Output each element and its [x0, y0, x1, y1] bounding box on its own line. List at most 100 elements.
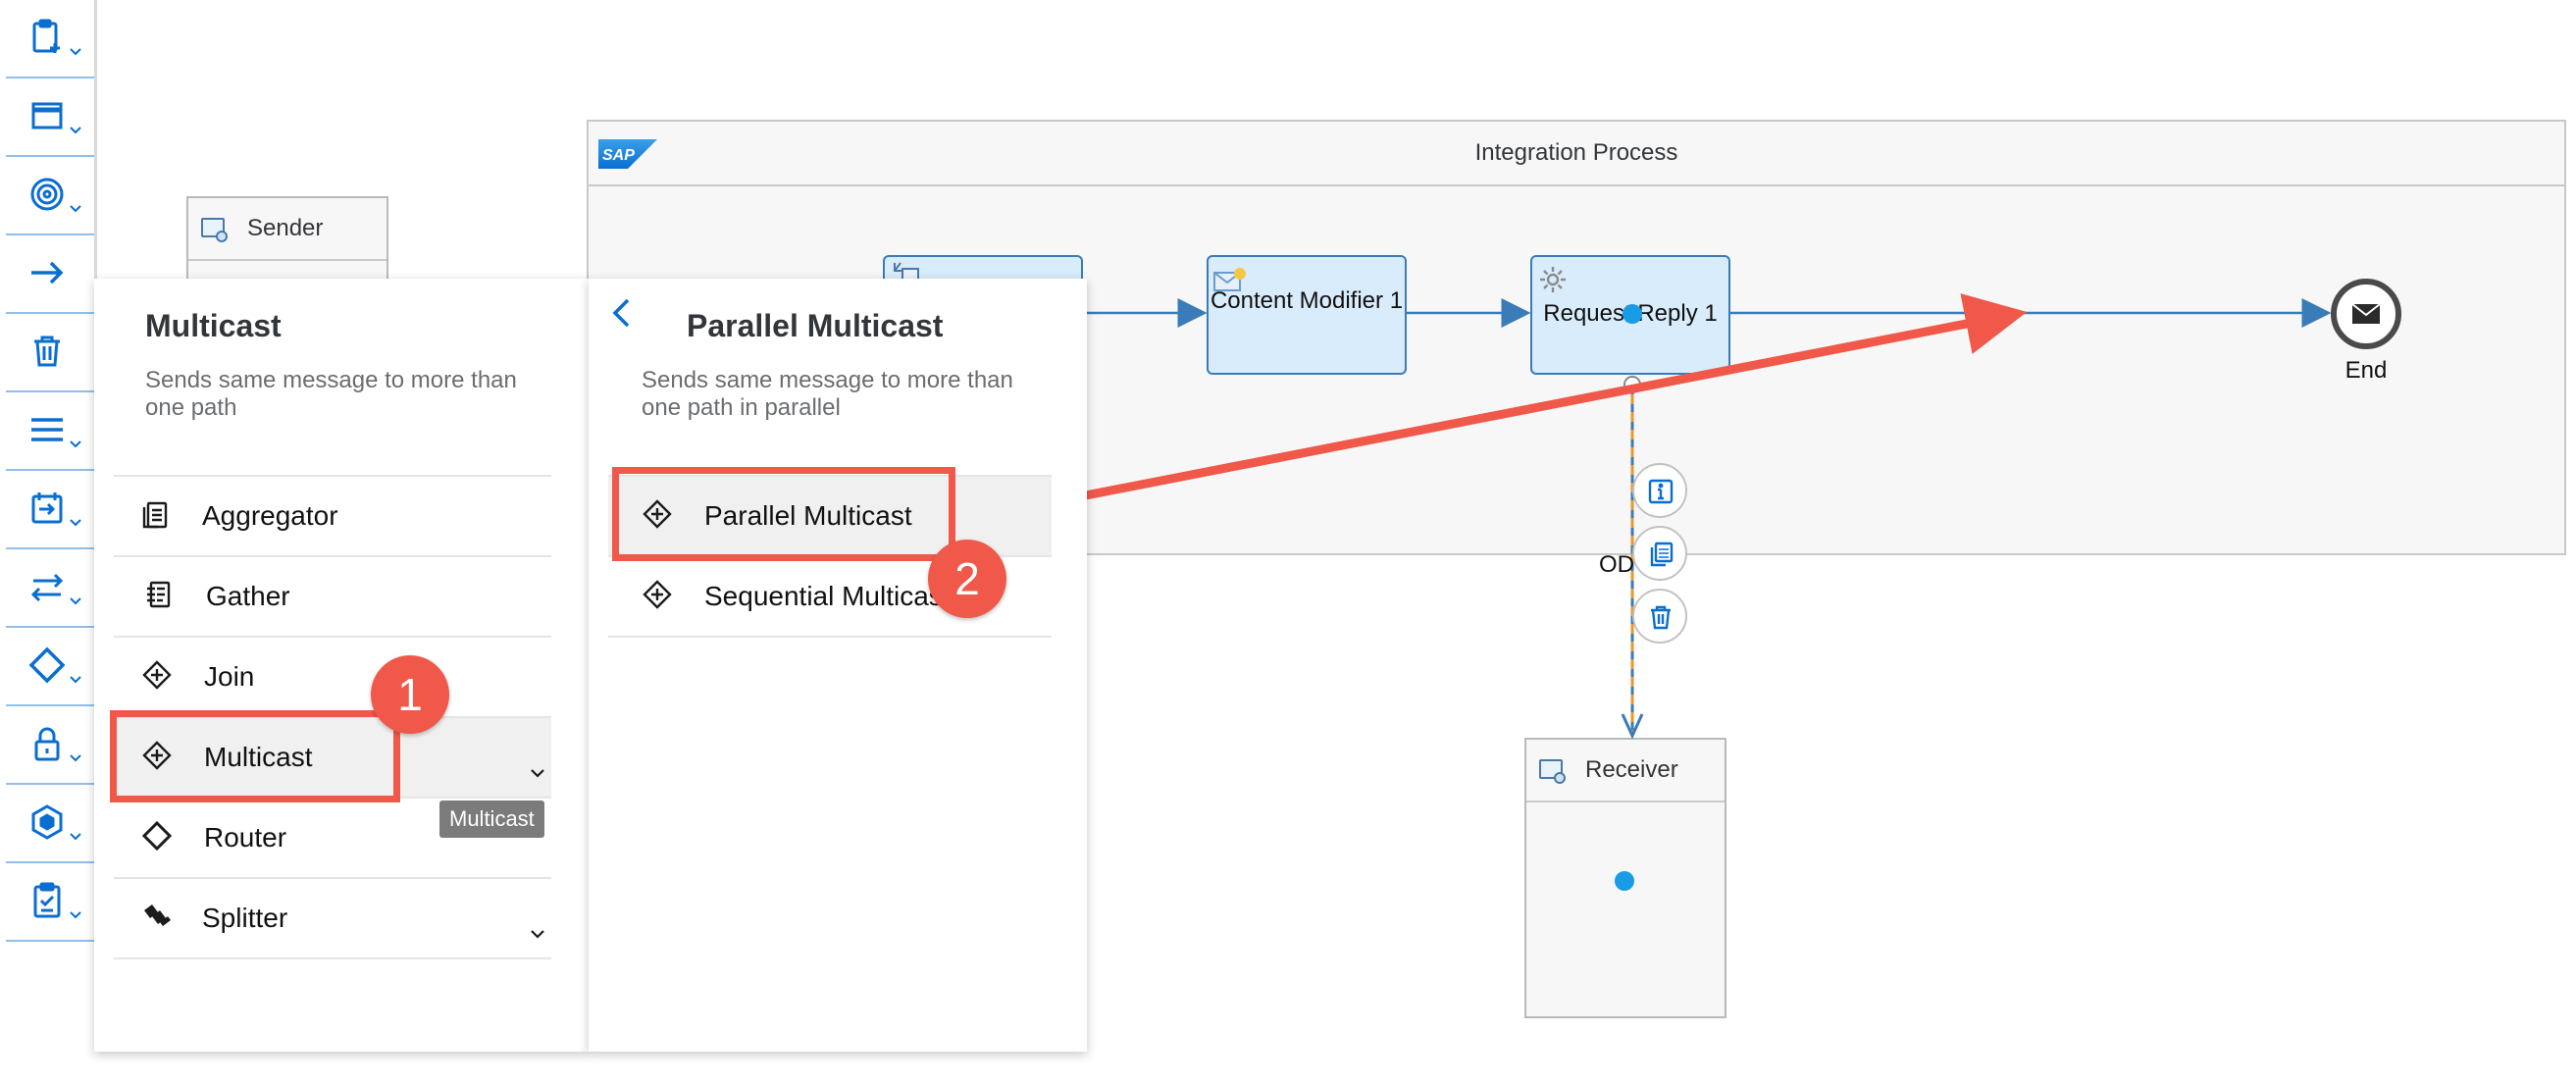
- receiver-header: Receiver: [1526, 740, 1725, 802]
- pool-title: Integration Process: [1474, 139, 1678, 166]
- splitter-icon: [144, 904, 171, 926]
- multicast-tooltip: Multicast: [439, 801, 544, 838]
- routing-flyout-panel: Multicast Sends same message to more tha…: [94, 279, 589, 1052]
- delete-icon: [34, 336, 60, 367]
- delete-tool[interactable]: [0, 314, 94, 392]
- highlight-box-parallel-multicast: [612, 467, 955, 561]
- step-badge-1: 1: [371, 655, 449, 734]
- sequential-multicast-label: Sequential Multicast: [704, 581, 951, 611]
- message-transformer-tool[interactable]: [0, 471, 94, 549]
- process-tool[interactable]: [0, 78, 94, 157]
- chevron-down-icon: [70, 833, 81, 841]
- multicast-label: Multicast: [204, 742, 313, 772]
- routing-tool[interactable]: [0, 628, 94, 706]
- sap-logo-text: SAP: [602, 147, 635, 164]
- sap-logo-icon: SAP: [598, 139, 657, 169]
- delete-icon: [1651, 605, 1671, 630]
- palette-item-gather[interactable]: Gather: [114, 557, 551, 638]
- palette-item-multicast[interactable]: Multicast: [114, 718, 551, 799]
- chevron-down-icon: [70, 754, 81, 762]
- aggregator-icon: [142, 501, 168, 529]
- content-modifier-step[interactable]: Content Modifier 1: [1207, 255, 1407, 375]
- persistence-cube-icon: [31, 804, 63, 840]
- pool-header: [589, 122, 2564, 186]
- chevron-down-icon: [70, 597, 81, 605]
- chevron-down-icon[interactable]: [530, 767, 545, 779]
- chevron-down-icon: [70, 127, 81, 134]
- palette-item-aggregator[interactable]: Aggregator: [114, 477, 551, 557]
- palette-item-sequential-multicast[interactable]: Sequential Multicast: [608, 557, 1052, 638]
- validator-tool[interactable]: [0, 863, 94, 942]
- routing-diamond-icon: [28, 646, 66, 684]
- events-icon: [30, 178, 64, 211]
- process-icon: [31, 102, 63, 129]
- message-flow-arrowhead: [1621, 713, 1644, 740]
- add-participant-icon: [32, 19, 60, 53]
- gather-label: Gather: [206, 581, 290, 611]
- chevron-down-icon: [70, 48, 81, 56]
- participant-icon: [1539, 759, 1566, 784]
- participant-icon: [201, 218, 228, 242]
- parallel-multicast-label: Parallel Multicast: [704, 500, 912, 531]
- events-tool[interactable]: [0, 157, 94, 235]
- call-menu-tool[interactable]: [0, 392, 94, 471]
- connector-arrow-icon: [31, 261, 64, 284]
- persistence-tool[interactable]: [0, 785, 94, 863]
- copy-icon: [1650, 542, 1674, 567]
- content-modifier-icon: [1213, 268, 1246, 291]
- aggregator-label: Aggregator: [202, 500, 338, 531]
- step-badge-2: 2: [928, 540, 1006, 618]
- chevron-down-icon: [70, 205, 81, 213]
- panel-description: Sends same message to more than one path…: [642, 367, 1013, 421]
- add-participant-tool[interactable]: [0, 0, 94, 78]
- gather-icon: [147, 581, 171, 608]
- end-label: End: [2344, 357, 2388, 384]
- join-label: Join: [204, 661, 255, 692]
- panel-description: Sends same message to more than one path: [145, 367, 517, 421]
- validator-icon: [33, 882, 61, 918]
- connection-label: OD: [1599, 551, 1634, 578]
- receiver-participant[interactable]: Receiver: [1524, 738, 1726, 1018]
- end-event[interactable]: [2331, 279, 2401, 349]
- router-icon: [141, 820, 173, 852]
- gear-icon: [1540, 267, 1566, 292]
- connection-anchor-dot[interactable]: [1623, 304, 1642, 324]
- security-tool[interactable]: [0, 706, 94, 785]
- chevron-down-icon: [70, 676, 81, 684]
- highlight-box-multicast: [110, 710, 400, 802]
- info-button[interactable]: [1632, 463, 1687, 518]
- call-menu-icon: [31, 418, 63, 441]
- multicast-flyout-panel: Parallel Multicast Sends same message to…: [589, 279, 1087, 1052]
- sender-label: Sender: [247, 215, 324, 241]
- panel-title: Multicast: [145, 308, 282, 343]
- palette-item-router[interactable]: Router: [114, 799, 551, 879]
- sender-header: Sender: [188, 198, 386, 261]
- multicast-icon: [142, 741, 172, 770]
- mapping-icon: [30, 573, 64, 602]
- router-label: Router: [204, 822, 287, 852]
- splitter-label: Splitter: [202, 903, 288, 933]
- chevron-down-icon: [70, 519, 81, 527]
- chevron-down-icon[interactable]: [530, 928, 545, 940]
- info-icon: [1648, 479, 1674, 504]
- panel-title: Parallel Multicast: [687, 308, 944, 343]
- join-icon: [142, 660, 172, 690]
- mapping-tool[interactable]: [0, 549, 94, 628]
- request-reply-step[interactable]: Request Reply 1: [1530, 255, 1730, 375]
- connector-tool[interactable]: [0, 235, 94, 314]
- copy-button[interactable]: [1632, 526, 1687, 581]
- chevron-down-icon: [70, 911, 81, 919]
- message-transformer-icon: [31, 492, 63, 524]
- connection-anchor-dot[interactable]: [1615, 871, 1634, 891]
- palette-item-join[interactable]: Join: [114, 638, 551, 718]
- content-modifier-label: Content Modifier 1: [1210, 287, 1404, 314]
- security-lock-icon: [34, 727, 60, 761]
- palette-item-splitter[interactable]: Splitter: [114, 879, 551, 959]
- chevron-down-icon: [70, 440, 81, 448]
- back-chevron-icon[interactable]: [610, 296, 632, 330]
- envelope-icon: [2351, 303, 2381, 324]
- receiver-label: Receiver: [1585, 756, 1678, 783]
- palette-toolbar: [0, 0, 97, 952]
- sequential-multicast-icon: [643, 580, 672, 609]
- delete-button[interactable]: [1632, 589, 1687, 644]
